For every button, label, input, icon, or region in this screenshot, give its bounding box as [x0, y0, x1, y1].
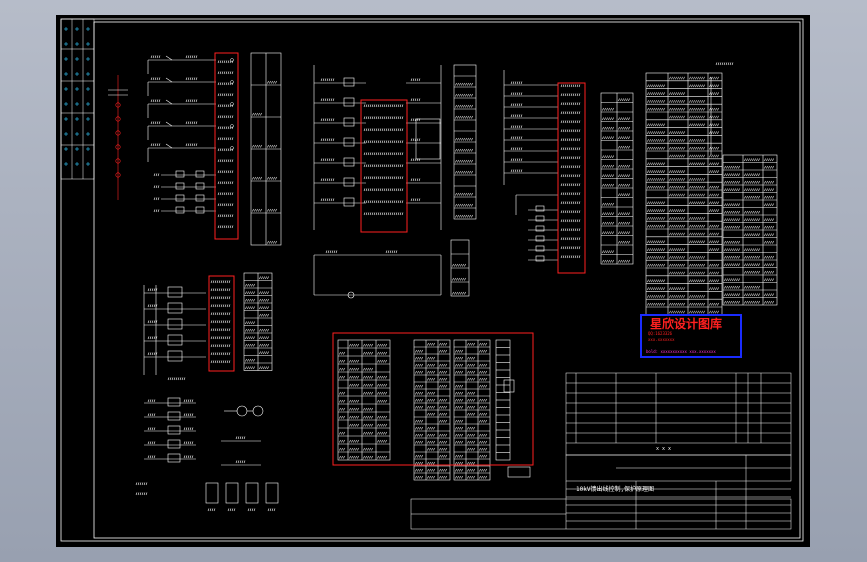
watermark-line-1: QQ:1623326 — [648, 331, 673, 336]
relay-box-3 — [557, 82, 586, 274]
watermark-bottom: bold: xxxxxxxxxxx xxx.xxxxxxx — [646, 349, 716, 354]
highlight-boxes — [208, 52, 586, 466]
title-block-note: x x x — [656, 446, 671, 452]
schematic-content — [108, 52, 778, 512]
left-title-strip — [60, 18, 95, 180]
relay-box-2 — [360, 99, 408, 233]
drawing-frame — [60, 18, 804, 542]
drawing-sheet[interactable]: 星欣设计图库 QQ:1623326 xxx.xxxxxxx bold: xxxx… — [56, 15, 810, 547]
drawing-title: 10kV馈出线控制,保护原理图 — [576, 485, 654, 493]
terminal-table-box — [332, 332, 534, 466]
left-strip-labels — [64, 27, 90, 166]
watermark-title: 星欣设计图库 — [650, 316, 722, 331]
relay-box-1 — [214, 52, 239, 240]
watermark: 星欣设计图库 QQ:1623326 xxx.xxxxxxx bold: xxxx… — [640, 314, 742, 358]
schematic-drawing: 星欣设计图库 QQ:1623326 xxx.xxxxxxx bold: xxxx… — [60, 18, 804, 542]
title-block — [410, 372, 792, 530]
watermark-line-2: xxx.xxxxxxx — [648, 337, 675, 342]
relay-box-4 — [208, 275, 235, 372]
